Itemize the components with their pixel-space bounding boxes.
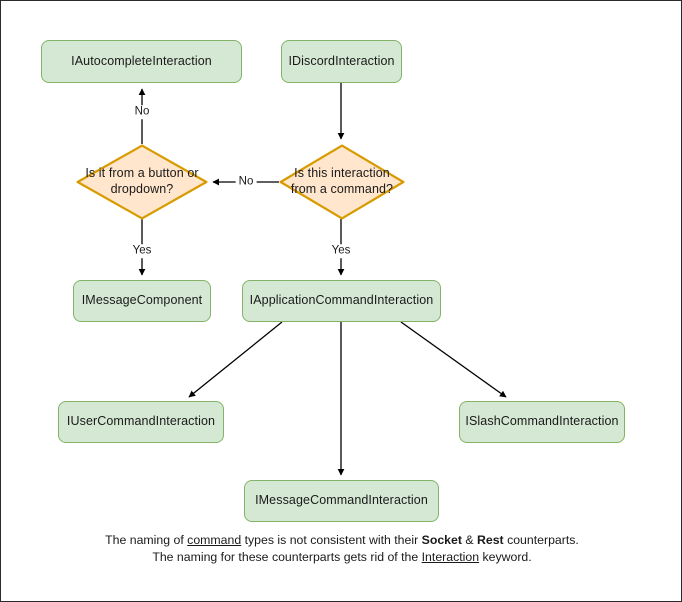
edge-label-button-yes: Yes [129, 244, 155, 258]
node-label: Is this interaction from a command? [290, 166, 394, 196]
node-message-command-interaction[interactable]: IMessageCommandInteraction [244, 480, 439, 522]
node-discord-interaction[interactable]: IDiscordInteraction [281, 40, 402, 83]
node-label: IDiscordInteraction [288, 53, 395, 68]
node-label: IApplicationCommandInteraction [249, 293, 434, 308]
caption-line-2: Socket & Rest counterparts. The naming f… [152, 533, 579, 565]
node-label: IUserCommandInteraction [66, 414, 216, 429]
node-slash-command-interaction[interactable]: ISlashCommandInteraction [459, 401, 625, 443]
edge-appcommand-to-slashcommand [400, 321, 507, 398]
node-label: IMessageCommandInteraction [255, 493, 428, 508]
edge-appcommand-to-usercommand [188, 321, 283, 398]
diagram-caption: The naming of command types is not consi… [101, 532, 583, 567]
edge-label-decision-no: No [235, 175, 257, 189]
node-label: IMessageComponent [81, 293, 203, 308]
node-label: ISlashCommandInteraction [465, 414, 619, 429]
caption-line-3: counterparts gets rid of the Interaction… [271, 550, 532, 565]
edge-label-command-yes: Yes [328, 244, 354, 258]
caption-line-1: The naming of command types is not consi… [105, 533, 419, 547]
node-label: Is it from a button or dropdown? [85, 166, 199, 196]
node-label: IAutocompleteInteraction [71, 53, 212, 68]
node-autocomplete-interaction[interactable]: IAutocompleteInteraction [41, 40, 242, 83]
diamond-shape [76, 144, 208, 220]
diamond-shape [279, 144, 405, 220]
node-application-command-interaction[interactable]: IApplicationCommandInteraction [242, 280, 441, 322]
node-decision-from-command[interactable]: Is this interaction from a command? [279, 144, 405, 220]
edge-label-autocomplete-no: No [131, 105, 153, 119]
node-message-component[interactable]: IMessageComponent [73, 280, 211, 322]
node-decision-button-or-dropdown[interactable]: Is it from a button or dropdown? [76, 144, 208, 220]
node-user-command-interaction[interactable]: IUserCommandInteraction [58, 401, 224, 443]
